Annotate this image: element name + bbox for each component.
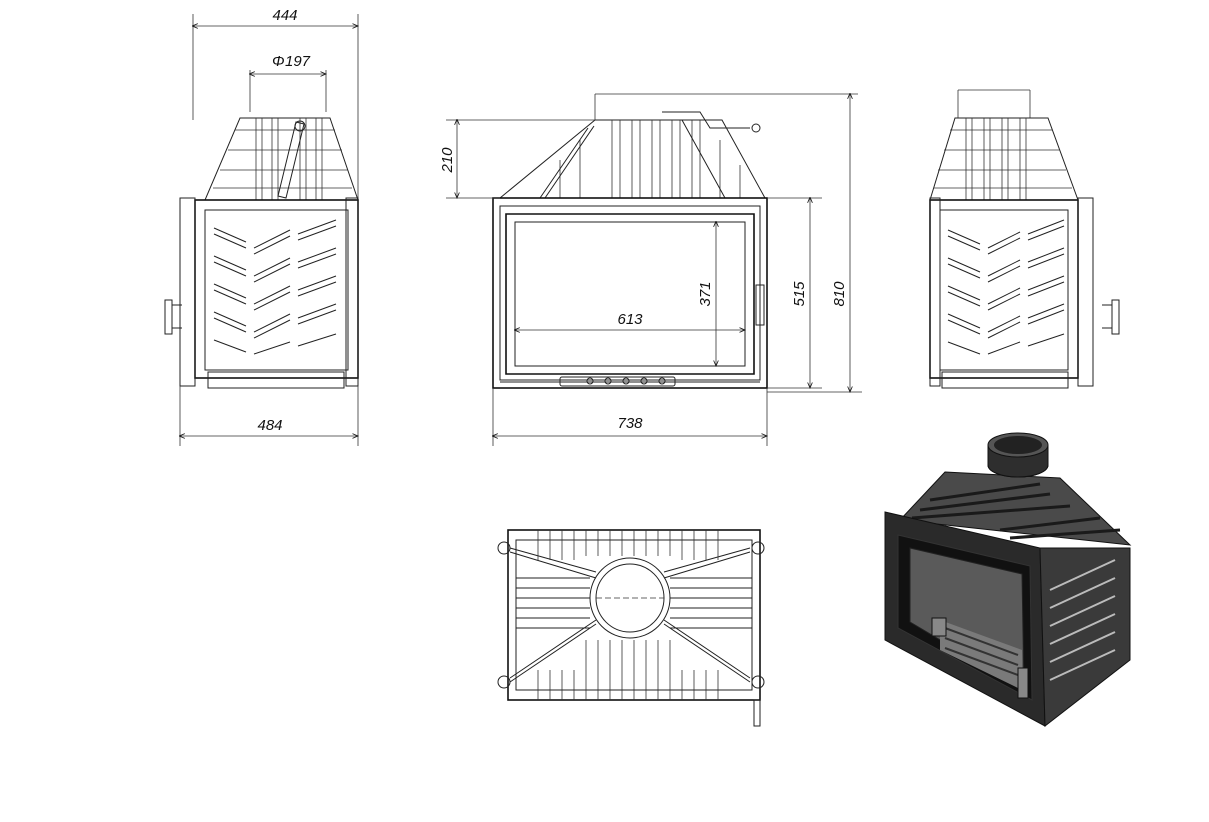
dimension-label-810: 810 xyxy=(831,281,848,307)
dimension-label-444: 444 xyxy=(272,7,297,24)
diameter-symbol: Φ xyxy=(272,53,285,70)
dimension-label-515: 515 xyxy=(791,281,808,307)
dimension-label-210: 210 xyxy=(439,147,456,174)
dimension-label-197: 197 xyxy=(285,53,311,70)
dimension-label-484: 484 xyxy=(257,417,282,434)
side-view-right xyxy=(929,89,1120,389)
dimension-side-width: 484 xyxy=(180,386,358,446)
dimension-label-613: 613 xyxy=(617,311,643,328)
dimension-glass-height: 371 xyxy=(697,222,716,366)
top-view xyxy=(497,529,765,727)
dimension-total-height: 810 xyxy=(767,94,862,392)
fireplace-3d-render xyxy=(884,432,1132,727)
front-view: 210 613 371 515 810 738 xyxy=(439,94,862,446)
dimension-side-depth: 444 xyxy=(193,7,358,200)
dimension-glass-width: 613 xyxy=(515,311,745,330)
dimension-door-height: 515 xyxy=(767,198,822,388)
dimension-total-width: 738 xyxy=(493,388,767,446)
dimension-label-738: 738 xyxy=(617,415,643,432)
dimension-hood-height: 210 xyxy=(439,120,595,198)
side-view-left: 444 Φ 197 xyxy=(164,7,359,446)
dimension-flue-diameter: Φ 197 xyxy=(250,53,326,112)
dimension-label-371: 371 xyxy=(697,281,714,306)
